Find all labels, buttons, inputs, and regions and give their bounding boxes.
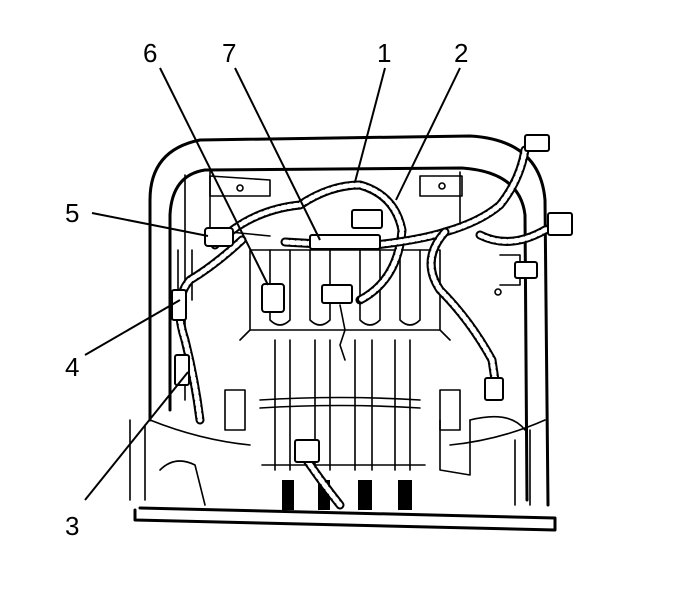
connector-center: [321, 284, 353, 304]
callout-5: 5: [65, 198, 79, 228]
connector-5: [204, 227, 234, 247]
connector-4: [171, 289, 187, 321]
leader-lines: [84, 67, 461, 501]
connector-top: [351, 209, 383, 229]
connector-lower-right: [484, 377, 504, 401]
callout-2: 2: [454, 38, 468, 68]
callout-6: 6: [143, 38, 157, 68]
callout-7: 7: [222, 38, 236, 68]
connector-bottom: [294, 439, 320, 463]
connector-clip: [514, 261, 538, 279]
callout-labels: 1 2 3 4 5 6 7: [65, 38, 468, 541]
connector-3: [174, 354, 190, 386]
connector-6: [261, 283, 285, 313]
wiring-harness: [175, 145, 565, 510]
connector-right: [547, 212, 573, 236]
callout-1: 1: [377, 38, 391, 68]
connectors: [171, 134, 573, 463]
seat-springs: [259, 339, 426, 510]
connector-top-right: [524, 134, 550, 152]
coil-springs: [282, 480, 412, 510]
callout-4: 4: [65, 352, 79, 382]
connector-7: [309, 234, 381, 250]
seat-frame: [129, 134, 557, 532]
callout-3: 3: [65, 511, 79, 541]
